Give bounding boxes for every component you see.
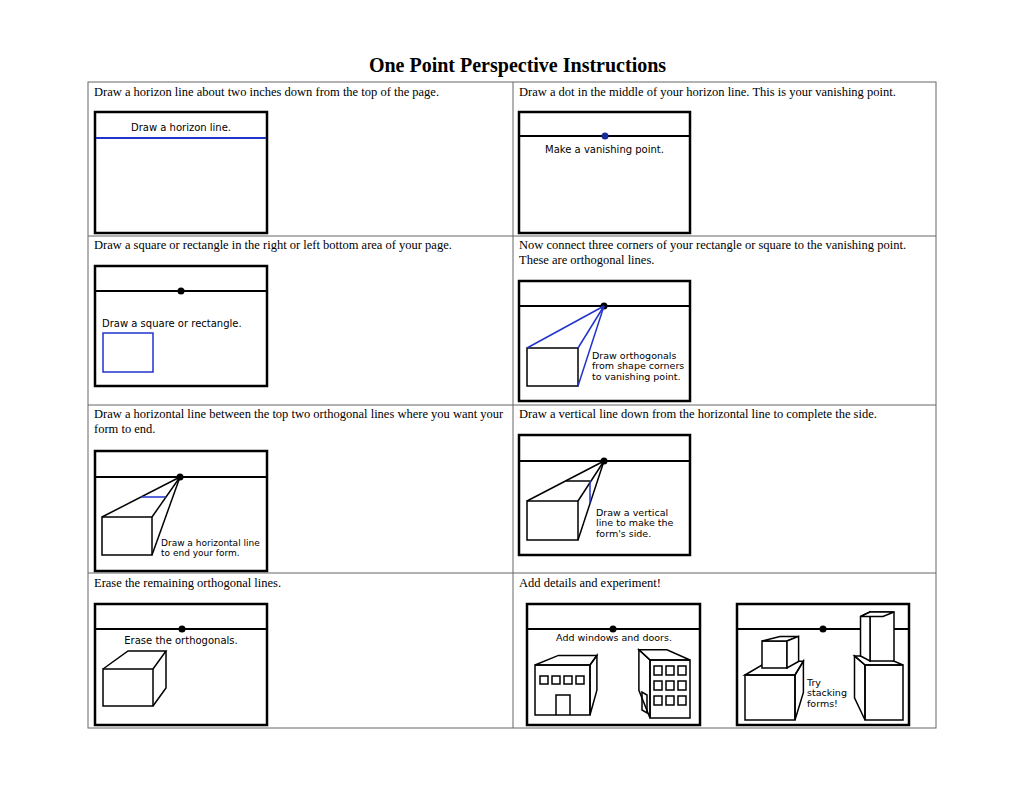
buildings-stroke [535, 655, 597, 665]
buildings-stroke [535, 665, 590, 715]
buildings-stroke [654, 666, 662, 675]
illustration-label: Add windows and doors. [532, 633, 696, 643]
frames-stroke [519, 281, 690, 401]
illustration-label: Draw a horizon line. [100, 122, 262, 133]
table-grid-stroke [88, 82, 936, 728]
form-end-stroke [102, 517, 152, 555]
table-grid-stroke [88, 573, 936, 574]
buildings-stroke [678, 681, 686, 690]
table-grid [88, 82, 936, 728]
buildings-stroke [654, 681, 662, 690]
buildings-stroke [552, 676, 560, 684]
instruction-text: Draw a horizontal line between the top t… [94, 407, 506, 437]
illustration-label: Try stacking forms! [807, 678, 853, 709]
illustration-label: Make a vanishing point. [522, 144, 687, 155]
table-grid-stroke [88, 405, 936, 406]
illustration-label: Draw a square or rectangle. [102, 318, 242, 329]
instruction-text: Draw a square or rectangle in the right … [94, 238, 506, 253]
finished-form [103, 651, 166, 706]
horizon-lines [96, 136, 908, 629]
square [103, 333, 153, 372]
frames-stroke [95, 112, 267, 233]
buildings-stroke [642, 692, 647, 713]
instruction-text: Draw a horizon line about two inches dow… [94, 85, 506, 100]
buildings-stroke [576, 676, 584, 684]
instruction-text: Erase the remaining orthogonal lines. [94, 576, 506, 591]
buildings-stroke [540, 676, 548, 684]
buildings-stroke [678, 696, 686, 705]
form-side-stroke [527, 501, 578, 540]
form-side-stroke [589, 481, 591, 503]
buildings-stroke [639, 650, 690, 660]
buildings-stroke [654, 696, 662, 705]
vanishing-points-stroke [610, 626, 617, 633]
stacked-forms [745, 612, 903, 720]
vanishing-points-stroke [179, 626, 186, 633]
frames-stroke [95, 266, 267, 386]
buildings-stroke [564, 676, 572, 684]
buildings-stroke [678, 666, 686, 675]
frames-stroke [737, 604, 909, 725]
instruction-text: Draw a vertical line down from the horiz… [519, 407, 931, 422]
illustration-label: Draw orthogonals from shape corners to v… [592, 351, 688, 382]
page-title: One Point Perspective Instructions [0, 54, 1035, 77]
stacked-forms-stroke [861, 612, 895, 617]
buildings-stroke [639, 650, 650, 718]
finished-form-stroke [103, 669, 153, 706]
frames-stroke [519, 435, 690, 555]
illustration-label: Draw a vertical line to make the form's … [596, 508, 688, 539]
frames-stroke [95, 451, 267, 571]
horizon-lines-stroke [96, 137, 266, 139]
instruction-text: Draw a dot in the middle of your horizon… [519, 85, 931, 100]
buildings-stroke [650, 660, 690, 718]
frames-stroke [95, 604, 267, 725]
buildings-stroke [590, 655, 597, 715]
vanishing-points-stroke [602, 133, 609, 140]
buildings [535, 650, 690, 718]
buildings-stroke [666, 681, 674, 690]
stacked-forms-stroke [787, 636, 799, 668]
stacked-forms-stroke [865, 665, 903, 720]
vanishing-points-stroke [820, 626, 827, 633]
finished-form-stroke [153, 651, 166, 706]
vanishing-points-stroke [178, 288, 185, 295]
stacked-forms-stroke [861, 612, 871, 661]
stacked-forms-stroke [745, 675, 795, 720]
stacked-forms-stroke [855, 656, 866, 720]
table-grid-stroke [88, 236, 936, 237]
buildings-stroke [556, 695, 570, 715]
form-side-stroke [566, 480, 590, 482]
instruction-text: Now connect three corners of your rectan… [519, 238, 931, 268]
stacked-forms-stroke [870, 612, 894, 661]
illustration-label: Draw a horizontal line to end your form. [161, 539, 265, 559]
buildings-stroke [666, 666, 674, 675]
frames-stroke [527, 604, 700, 725]
orthogonals-stroke [578, 306, 604, 348]
stacked-forms-stroke [762, 641, 787, 668]
stacked-forms-stroke [795, 661, 803, 720]
vanishing-points [177, 133, 827, 633]
frames-stroke [519, 112, 690, 233]
buildings-stroke [666, 696, 674, 705]
orthogonals-stroke [527, 348, 578, 386]
form-end-stroke [141, 496, 166, 498]
illustration-label: Erase the orthogonals. [100, 635, 262, 646]
finished-form-stroke [103, 651, 166, 669]
instruction-text: Add details and experiment! [519, 576, 931, 591]
form-side [527, 461, 604, 540]
